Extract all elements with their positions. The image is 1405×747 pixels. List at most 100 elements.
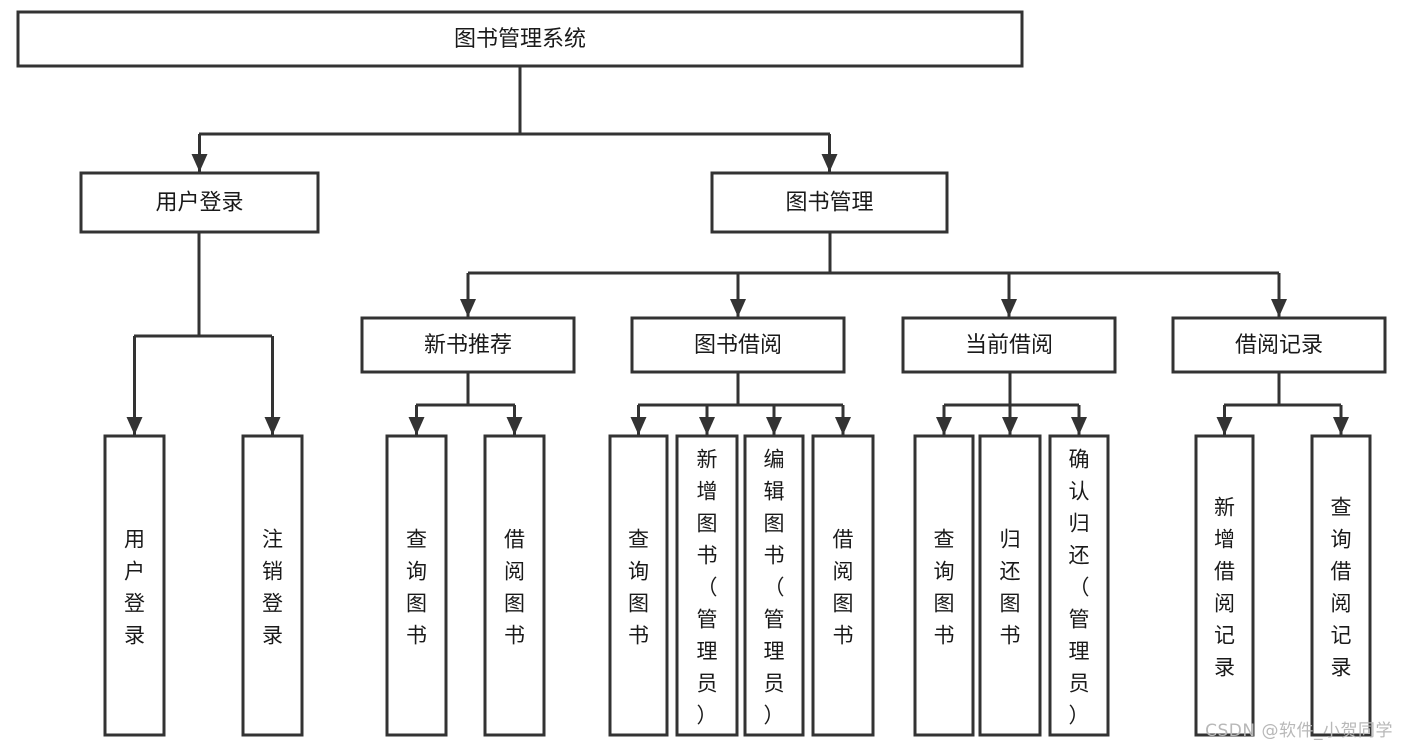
edge-borrow-record-to-leaf-add-record <box>1216 405 1233 435</box>
nodes-layer: 图书管理系统用户登录图书管理新书推荐图书借阅当前借阅借阅记录用户登录注销登录查询… <box>16 10 1387 737</box>
node-label-borrow-record: 借阅记录 <box>1235 333 1323 358</box>
node-book-borrow[interactable]: 图书借阅 <box>630 316 846 374</box>
edge-user-login-to-leaf-user-login <box>126 336 143 435</box>
edge-book-manage-to-book-borrow <box>730 273 746 317</box>
edge-current-borrow-to-leaf-confirm-return <box>1071 405 1087 435</box>
node-leaf-query-record[interactable]: 查询借阅记录 <box>1310 434 1372 737</box>
arrow-head-icon <box>1216 417 1233 435</box>
node-leaf-add-record[interactable]: 新增借阅记录 <box>1194 434 1255 737</box>
node-box-book-borrow[interactable] <box>630 316 846 374</box>
node-leaf-confirm-return[interactable]: 确认归还（管理员） <box>1048 434 1110 737</box>
node-book-manage[interactable]: 图书管理 <box>710 171 949 234</box>
node-box-new-book-rec[interactable] <box>360 316 576 374</box>
node-label-leaf-query-book-current: 查询图书 <box>934 527 955 647</box>
arrow-head-icon <box>630 417 647 435</box>
node-leaf-return-book[interactable]: 归还图书 <box>978 434 1042 737</box>
node-leaf-edit-book[interactable]: 编辑图书（管理员） <box>743 434 805 737</box>
edge-root-to-book-manage <box>821 134 838 172</box>
edge-new-book-rec-to-leaf-query-book-rec <box>408 405 425 435</box>
edge-new-book-rec-to-leaf-borrow-book-rec <box>506 405 523 435</box>
node-current-borrow[interactable]: 当前借阅 <box>901 316 1117 374</box>
edges-layer <box>126 66 1349 435</box>
edge-book-borrow-to-leaf-add-book <box>699 405 715 435</box>
node-label-leaf-user-logout: 注销登录 <box>262 527 283 647</box>
node-label-leaf-query-book-borrow: 查询图书 <box>628 527 649 647</box>
connector-rail-book-borrow <box>638 372 843 407</box>
node-box-leaf-return-book[interactable] <box>978 434 1042 737</box>
node-leaf-borrow-book-rec[interactable]: 借阅图书 <box>483 434 546 737</box>
arrow-head-icon <box>1001 299 1017 317</box>
edge-book-borrow-to-leaf-query-book-borrow <box>630 405 647 435</box>
edge-current-borrow-to-leaf-return-book <box>1002 405 1018 435</box>
edge-current-borrow-to-leaf-query-book-current <box>936 405 952 435</box>
node-box-leaf-borrow-book[interactable] <box>811 434 875 737</box>
node-label-leaf-confirm-return: 确认归还（管理员） <box>1069 447 1090 727</box>
node-box-leaf-query-record[interactable] <box>1310 434 1372 737</box>
connector-rail-book-manage <box>468 232 1279 275</box>
arrow-head-icon <box>1271 299 1287 317</box>
arrow-head-icon <box>766 417 782 435</box>
arrow-head-icon <box>1333 417 1349 435</box>
edge-book-manage-to-new-book-rec <box>460 273 476 317</box>
node-box-leaf-add-record[interactable] <box>1194 434 1255 737</box>
node-label-root: 图书管理系统 <box>454 27 586 52</box>
node-leaf-borrow-book[interactable]: 借阅图书 <box>811 434 875 737</box>
node-label-book-manage: 图书管理 <box>785 191 873 216</box>
node-label-leaf-edit-book: 编辑图书（管理员） <box>764 447 785 727</box>
node-leaf-user-login[interactable]: 用户登录 <box>103 434 166 737</box>
node-box-book-manage[interactable] <box>710 171 949 234</box>
node-box-leaf-query-book-borrow[interactable] <box>608 434 669 737</box>
node-box-borrow-record[interactable] <box>1171 316 1387 374</box>
arrow-head-icon <box>835 417 851 435</box>
connector-rail-new-book-rec <box>416 372 515 407</box>
arrow-head-icon <box>191 154 208 172</box>
arrow-head-icon <box>821 154 838 172</box>
node-leaf-add-book[interactable]: 新增图书（管理员） <box>675 434 739 737</box>
connector-rail-user-login <box>134 232 272 338</box>
node-leaf-query-book-rec[interactable]: 查询图书 <box>385 434 448 737</box>
node-label-leaf-borrow-book-rec: 借阅图书 <box>504 527 525 647</box>
connector-rail-root <box>199 66 830 136</box>
node-label-leaf-add-book: 新增图书（管理员） <box>697 447 718 727</box>
node-box-leaf-add-book[interactable] <box>675 434 739 737</box>
edge-book-manage-to-current-borrow <box>1001 273 1017 317</box>
node-leaf-user-logout[interactable]: 注销登录 <box>241 434 304 737</box>
connector-rail-current-borrow <box>944 372 1079 407</box>
node-root[interactable]: 图书管理系统 <box>16 10 1024 68</box>
node-label-leaf-query-book-rec: 查询图书 <box>406 527 427 647</box>
edge-user-login-to-leaf-user-logout <box>264 336 281 435</box>
node-box-leaf-edit-book[interactable] <box>743 434 805 737</box>
arrow-head-icon <box>730 299 746 317</box>
node-box-leaf-user-logout[interactable] <box>241 434 304 737</box>
node-box-leaf-user-login[interactable] <box>103 434 166 737</box>
node-box-leaf-query-book-current[interactable] <box>913 434 975 737</box>
node-label-leaf-borrow-book: 借阅图书 <box>833 527 854 647</box>
node-label-leaf-return-book: 归还图书 <box>1000 527 1021 647</box>
arrow-head-icon <box>1071 417 1087 435</box>
node-label-user-login: 用户登录 <box>155 191 243 216</box>
node-box-leaf-confirm-return[interactable] <box>1048 434 1110 737</box>
node-box-leaf-borrow-book-rec[interactable] <box>483 434 546 737</box>
node-label-current-borrow: 当前借阅 <box>965 333 1053 358</box>
node-label-new-book-rec: 新书推荐 <box>424 333 512 358</box>
arrow-head-icon <box>126 417 143 435</box>
arrow-head-icon <box>1002 417 1018 435</box>
node-label-leaf-query-record: 查询借阅记录 <box>1331 495 1352 679</box>
node-leaf-query-book-current[interactable]: 查询图书 <box>913 434 975 737</box>
edge-root-to-user-login <box>191 134 208 172</box>
arrow-head-icon <box>936 417 952 435</box>
node-borrow-record[interactable]: 借阅记录 <box>1171 316 1387 374</box>
node-leaf-query-book-borrow[interactable]: 查询图书 <box>608 434 669 737</box>
node-box-user-login[interactable] <box>79 171 320 234</box>
node-user-login[interactable]: 用户登录 <box>79 171 320 234</box>
node-label-leaf-add-record: 新增借阅记录 <box>1214 495 1235 679</box>
node-box-root[interactable] <box>16 10 1024 68</box>
node-box-leaf-query-book-rec[interactable] <box>385 434 448 737</box>
arrow-head-icon <box>460 299 476 317</box>
arrow-head-icon <box>699 417 715 435</box>
edge-book-manage-to-borrow-record <box>1271 273 1287 317</box>
node-box-current-borrow[interactable] <box>901 316 1117 374</box>
node-new-book-rec[interactable]: 新书推荐 <box>360 316 576 374</box>
